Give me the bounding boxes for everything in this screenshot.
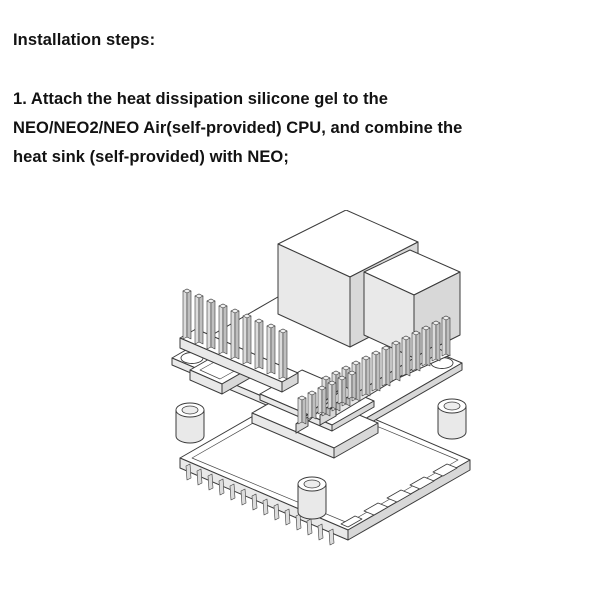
left-header-pins xyxy=(182,288,288,380)
vent-slots xyxy=(340,463,458,528)
left-pin-header xyxy=(179,288,299,393)
product-assembly-illustration xyxy=(150,210,500,550)
standoff-pillar-right xyxy=(437,398,467,440)
right-header-pins xyxy=(321,315,451,417)
inner-pin-header xyxy=(295,370,357,434)
page-title: Installation steps: xyxy=(13,31,156,49)
heat-sink-fins xyxy=(185,463,335,546)
installation-step-1-text: 1. Attach the heat dissipation silicone … xyxy=(13,90,463,166)
right-pin-header xyxy=(319,315,451,426)
inner-header-pins xyxy=(297,370,357,425)
standoff-pillar-left xyxy=(175,402,205,444)
standoff-pillar-front xyxy=(297,476,327,520)
